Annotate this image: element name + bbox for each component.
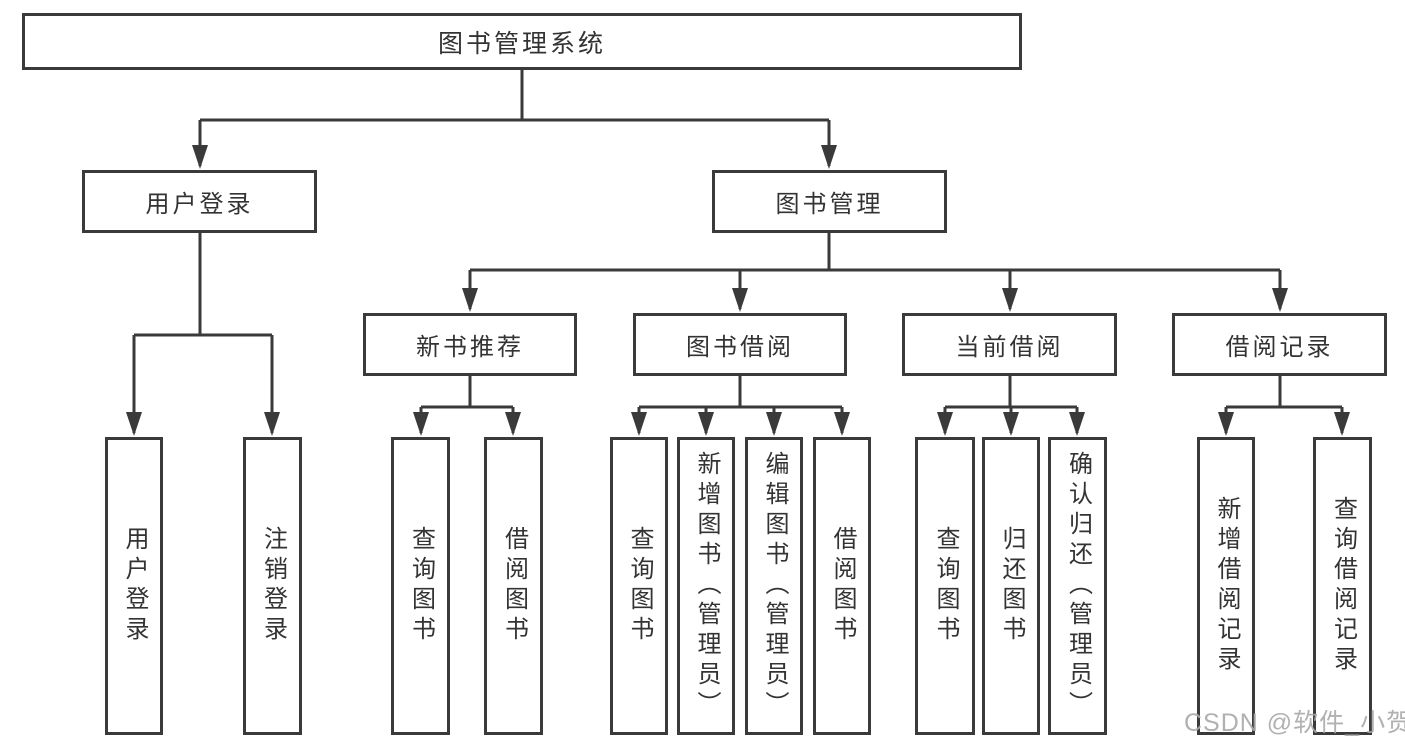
- arrowhead-icon: [126, 412, 142, 436]
- node-label: 归还图书: [998, 526, 1025, 646]
- node-label: 新增图书（管理员）: [693, 451, 720, 721]
- arrowhead-icon: [192, 145, 208, 169]
- arrowhead-icon: [264, 412, 280, 436]
- arrowhead-icon: [732, 288, 748, 312]
- arrowhead-icon: [766, 412, 782, 436]
- arrowhead-icon: [937, 412, 953, 436]
- arrowhead-icon: [631, 412, 647, 436]
- leaf-return-book: 归还图书: [982, 437, 1040, 735]
- leaf-logout: 注销登录: [243, 437, 302, 735]
- leaf-borrow-book: 借阅图书: [813, 437, 871, 735]
- node-label: 注销登录: [259, 526, 287, 646]
- arrowhead-icon: [1069, 412, 1085, 436]
- node-label: 借阅图书: [500, 526, 528, 646]
- connector-new-book-to-leaves: [419, 376, 515, 433]
- leaf-user-login: 用户登录: [105, 437, 163, 735]
- connector-book-borrow-to-leaves: [637, 376, 844, 433]
- arrowhead-icon: [1218, 412, 1234, 436]
- leaf-edit-book-admin: 编辑图书（管理员）: [745, 437, 803, 735]
- leaf-confirm-return-admin: 确认归还（管理员）: [1048, 437, 1107, 735]
- connector-root-to-level2: [198, 70, 831, 166]
- connector-user-login-to-leaves: [132, 233, 274, 433]
- node-book-borrow: 图书借阅: [633, 313, 847, 376]
- arrowhead-icon: [1334, 412, 1350, 436]
- arrowhead-icon: [834, 412, 850, 436]
- arrowhead-icon: [505, 412, 521, 436]
- node-label: 当前借阅: [955, 334, 1064, 361]
- node-label: 查询图书: [407, 526, 435, 646]
- leaf-query-book-current: 查询图书: [915, 437, 975, 735]
- node-borrow-records: 借阅记录: [1172, 313, 1387, 376]
- node-label: 查询图书: [932, 526, 959, 646]
- leaf-borrow-book-recommend: 借阅图书: [484, 437, 543, 735]
- node-label: 借阅图书: [829, 526, 856, 646]
- node-library-system: 图书管理系统: [22, 13, 1022, 70]
- arrowhead-icon: [1272, 288, 1288, 312]
- arrowhead-icon: [462, 288, 478, 312]
- leaf-query-borrow-record: 查询借阅记录: [1313, 437, 1372, 735]
- node-label: 借阅记录: [1225, 334, 1334, 361]
- node-label: 确认归还（管理员）: [1064, 451, 1092, 721]
- csdn-watermark: CSDN @软件_小贺同学: [1184, 709, 1405, 737]
- arrowhead-icon: [413, 412, 429, 436]
- node-user-login: 用户登录: [82, 170, 317, 233]
- node-book-management: 图书管理: [712, 170, 947, 233]
- node-current-borrow: 当前借阅: [902, 313, 1117, 376]
- leaf-query-book-recommend: 查询图书: [391, 437, 450, 735]
- node-label: 图书管理: [775, 191, 884, 218]
- connector-book-management-to-level3: [468, 233, 1282, 309]
- node-label: 新增借阅记录: [1213, 496, 1240, 676]
- node-label: 编辑图书（管理员）: [761, 451, 788, 721]
- arrowhead-icon: [1003, 412, 1019, 436]
- node-label: 查询借阅记录: [1329, 496, 1357, 676]
- node-label: 用户登录: [121, 526, 148, 646]
- node-new-book-recommend: 新书推荐: [363, 313, 577, 376]
- arrowhead-icon: [1002, 288, 1018, 312]
- node-label: 查询图书: [626, 526, 653, 646]
- connector-borrow-records-to-leaves: [1224, 376, 1344, 433]
- node-label: 新书推荐: [416, 334, 524, 361]
- leaf-add-borrow-record: 新增借阅记录: [1197, 437, 1255, 735]
- node-label: 图书借阅: [686, 334, 794, 361]
- leaf-add-book-admin: 新增图书（管理员）: [677, 437, 735, 735]
- leaf-query-book-borrow: 查询图书: [610, 437, 668, 735]
- node-label: 用户登录: [145, 191, 254, 218]
- node-label: 图书管理系统: [437, 29, 606, 58]
- arrowhead-icon: [698, 412, 714, 436]
- arrowhead-icon: [821, 145, 837, 169]
